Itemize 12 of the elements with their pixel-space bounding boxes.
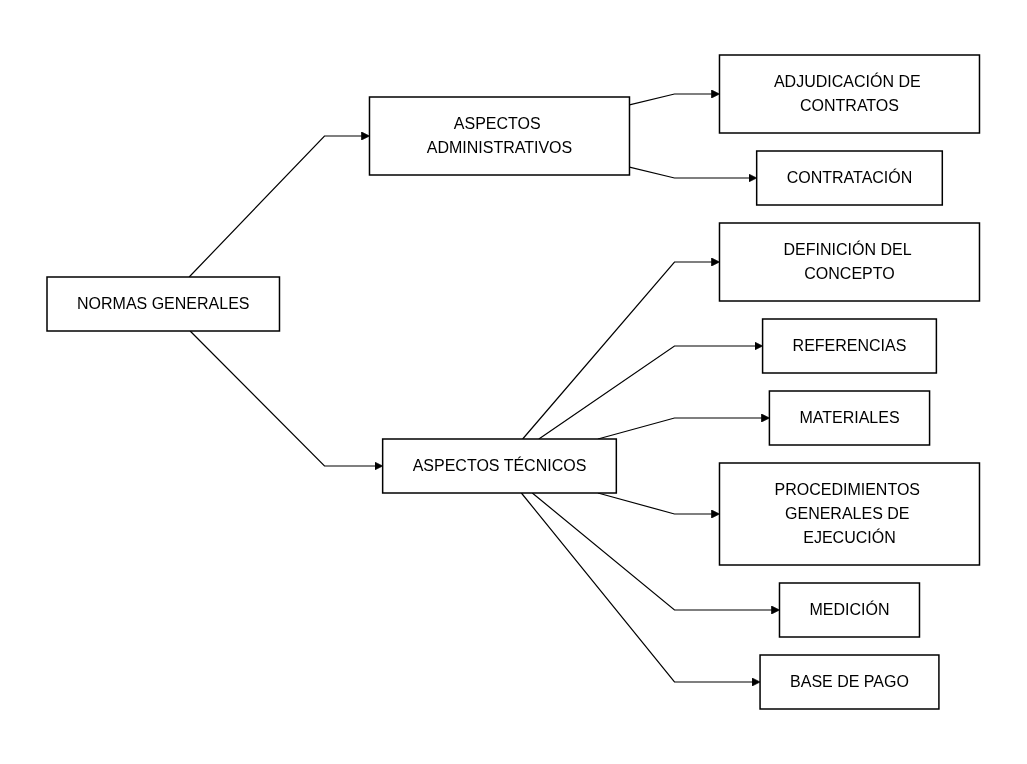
node-box: DEFINICIÓN DEL CONCEPTO	[719, 222, 981, 302]
node-box: CONTRATACIÓN	[756, 150, 944, 206]
node-box: NORMAS GENERALES	[46, 276, 281, 332]
node-box: PROCEDIMIENTOS GENERALES DE EJECUCIÓN	[719, 462, 981, 566]
node-box: ADJUDICACIÓN DE CONTRATOS	[719, 54, 981, 134]
node-box: REFERENCIAS	[762, 318, 938, 374]
node-box: MEDICIÓN	[779, 582, 921, 638]
node-box: BASE DE PAGO	[759, 654, 940, 710]
arrow	[521, 492, 761, 687]
node-box: ASPECTOS TÉCNICOS	[382, 438, 618, 494]
node-box: ASPECTOS ADMINISTRATIVOS	[369, 96, 631, 176]
node-box: MATERIALES	[768, 390, 931, 446]
